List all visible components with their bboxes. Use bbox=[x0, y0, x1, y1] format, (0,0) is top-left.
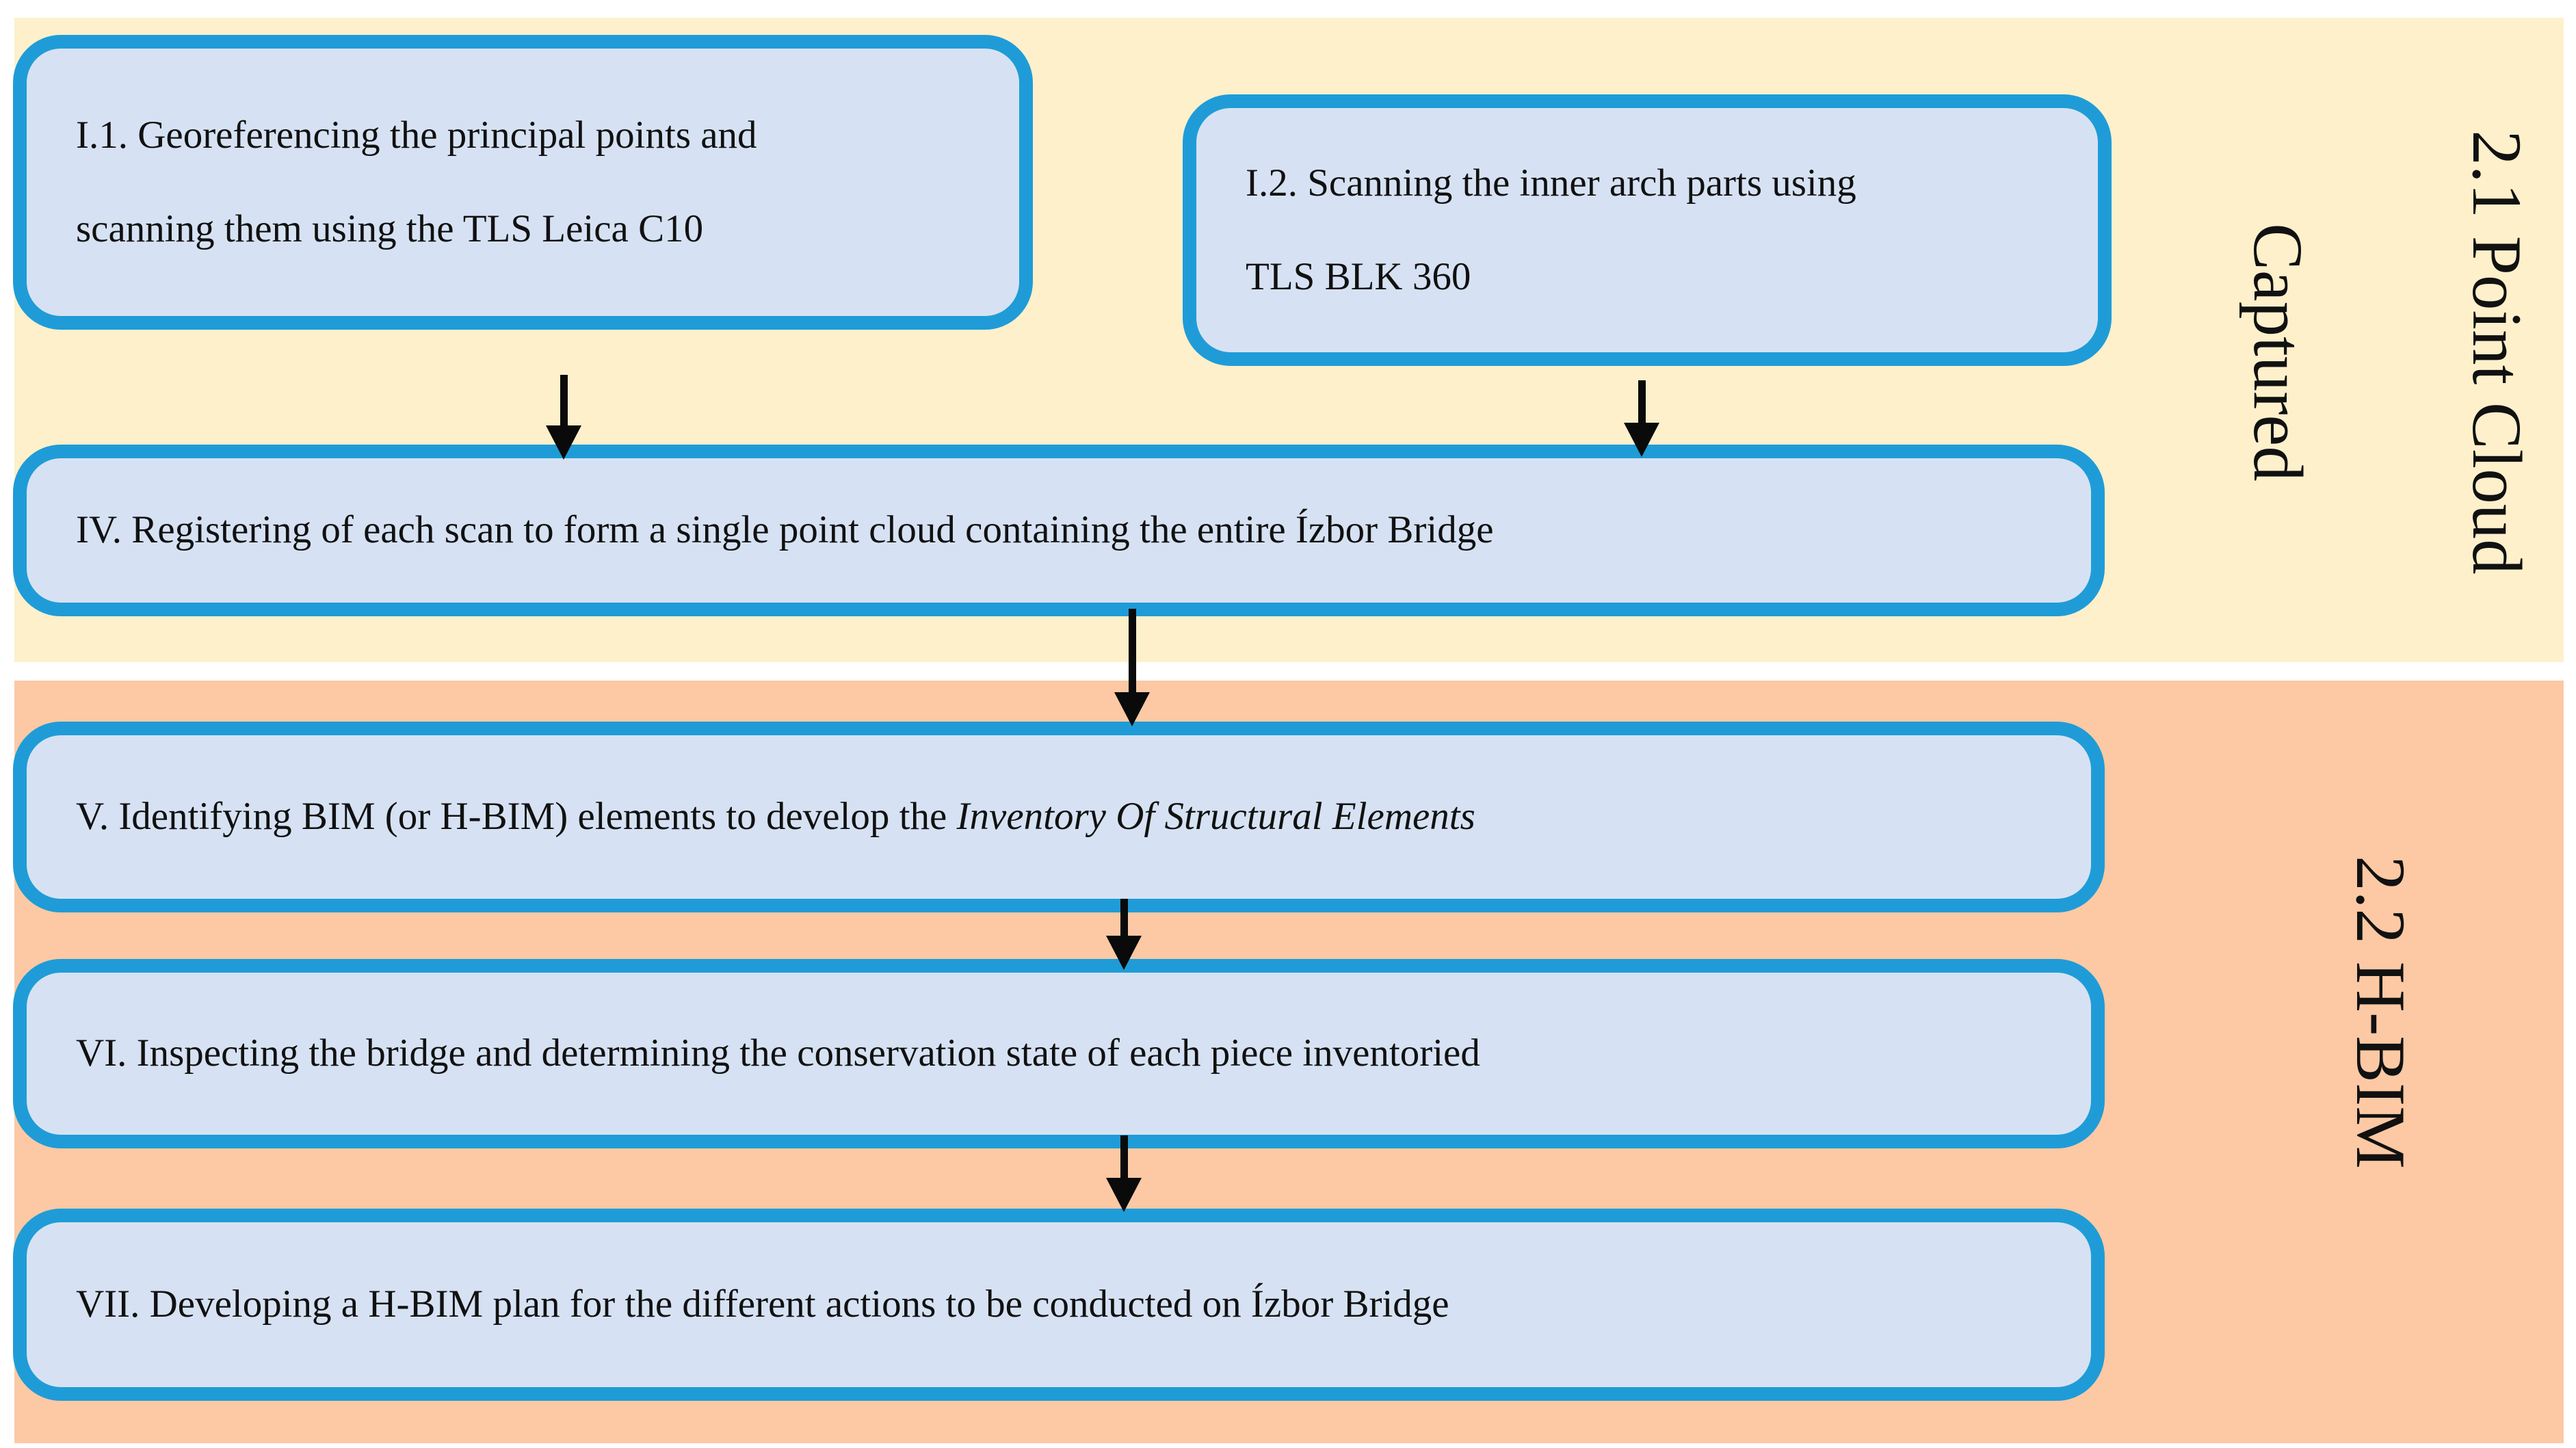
arrow-head bbox=[1106, 936, 1142, 970]
down-arrow-icon bbox=[546, 375, 581, 460]
flow-box-v-text: V. Identifying BIM (or H-BIM) elements t… bbox=[27, 770, 1525, 864]
section-label-point-cloud-captured: 2.1 Point Cloud Captured bbox=[2168, 44, 2576, 660]
flow-box-i1-georeferencing: I.1. Georeferencing the principal points… bbox=[13, 35, 1033, 330]
flow-box-vi-inspecting: VI. Inspecting the bridge and determinin… bbox=[13, 959, 2105, 1148]
down-arrow-icon bbox=[1624, 380, 1659, 457]
down-arrow-icon bbox=[1106, 899, 1142, 970]
section-label-line: 2.1 Point Cloud bbox=[2458, 130, 2536, 575]
section-label-line: 2.2 H-BIM bbox=[2341, 856, 2419, 1169]
arrow-head bbox=[1106, 1178, 1142, 1212]
flow-box-i1-line2: scanning them using the TLS Leica C10 bbox=[76, 207, 704, 250]
arrow-head bbox=[1624, 423, 1659, 457]
down-arrow-icon bbox=[1106, 1135, 1142, 1212]
arrow-stem bbox=[560, 375, 568, 425]
flow-box-vii-developing: VII. Developing a H-BIM plan for the dif… bbox=[13, 1209, 2105, 1401]
arrow-stem bbox=[1120, 1135, 1128, 1178]
flow-box-vii-text: VII. Developing a H-BIM plan for the dif… bbox=[76, 1282, 1449, 1326]
down-arrow-icon bbox=[1114, 609, 1150, 726]
arrow-stem bbox=[1128, 609, 1136, 692]
flow-box-iv-text: IV. Registering of each scan to form a s… bbox=[76, 508, 1494, 552]
section-label-hbim: 2.2 H-BIM bbox=[2271, 752, 2490, 1272]
flow-box-vi-text: VI. Inspecting the bridge and determinin… bbox=[76, 1031, 1480, 1075]
section-label-line: Captured bbox=[2239, 223, 2317, 482]
flow-box-v-text-italic: Inventory Of Structural Elements bbox=[956, 795, 1475, 839]
flow-box-v-identifying: V. Identifying BIM (or H-BIM) elements t… bbox=[13, 722, 2105, 912]
arrow-head bbox=[546, 425, 581, 460]
flow-box-i2-scanning: I.2. Scanning the inner arch parts using… bbox=[1183, 94, 2112, 366]
flow-box-i1-text: I.1. Georeferencing the principal points… bbox=[27, 89, 806, 276]
flow-box-i2-line1: I.2. Scanning the inner arch parts using bbox=[1246, 161, 1856, 205]
flow-box-i2-text: I.2. Scanning the inner arch parts using… bbox=[1196, 137, 1906, 324]
arrow-stem bbox=[1120, 899, 1128, 936]
arrow-head bbox=[1114, 692, 1150, 726]
flow-box-i2-line2: TLS BLK 360 bbox=[1246, 254, 1471, 298]
flow-box-iv-registering: IV. Registering of each scan to form a s… bbox=[13, 445, 2105, 616]
flow-box-v-text-prefix: V. Identifying BIM (or H-BIM) elements t… bbox=[76, 795, 957, 839]
flow-box-i1-line1: I.1. Georeferencing the principal points… bbox=[76, 113, 757, 157]
arrow-stem bbox=[1638, 380, 1646, 423]
